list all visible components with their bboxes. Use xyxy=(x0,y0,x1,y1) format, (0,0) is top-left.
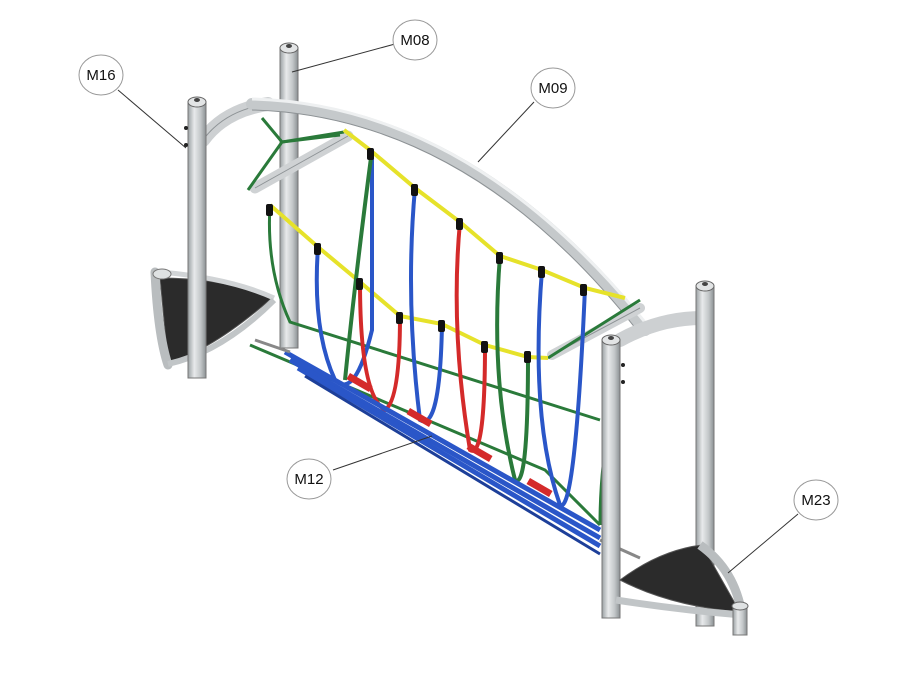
callout-m23-label: M23 xyxy=(801,492,830,509)
right-back-post xyxy=(613,280,715,627)
right-platform xyxy=(615,541,749,636)
leader-lines xyxy=(117,43,799,574)
left-top-crossbar xyxy=(246,117,354,194)
callout-m12-label: M12 xyxy=(294,471,323,488)
callout-m16-label: M16 xyxy=(86,67,115,84)
callout-m16: M16 xyxy=(78,54,124,96)
right-front-post xyxy=(601,334,625,619)
top-arch xyxy=(246,97,651,336)
callout-m09-label: M09 xyxy=(538,80,567,97)
callout-m08: M08 xyxy=(392,19,438,61)
callout-m12: M12 xyxy=(286,458,332,500)
callout-m09: M09 xyxy=(530,67,576,109)
callout-m08-label: M08 xyxy=(400,32,429,49)
left-platform xyxy=(150,267,277,370)
walkway xyxy=(254,338,641,560)
right-top-crossbar xyxy=(547,298,645,360)
left-back-post xyxy=(279,42,299,349)
callout-m23: M23 xyxy=(793,479,839,521)
